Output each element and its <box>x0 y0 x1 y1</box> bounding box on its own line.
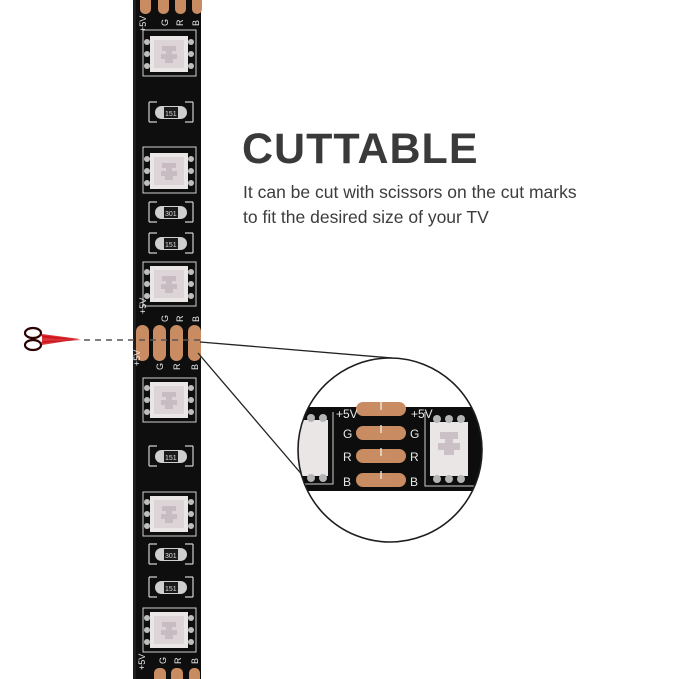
svg-text:R: R <box>410 450 419 464</box>
svg-text:R: R <box>172 363 182 370</box>
svg-text:R: R <box>175 315 185 322</box>
svg-text:+5V: +5V <box>138 16 148 32</box>
svg-text:G: G <box>343 427 352 441</box>
led-chip <box>144 266 194 302</box>
svg-text:B: B <box>190 658 200 664</box>
svg-text:R: R <box>343 450 352 464</box>
svg-text:B: B <box>410 475 418 489</box>
leader-line-top <box>199 341 393 359</box>
svg-text:+5V: +5V <box>132 350 142 366</box>
svg-text:G: G <box>410 427 419 441</box>
svg-text:301: 301 <box>165 553 177 560</box>
svg-text:G: G <box>160 19 170 26</box>
bottom-copper-pads <box>154 668 200 679</box>
scissors-icon <box>23 326 82 352</box>
svg-text:G: G <box>158 657 168 664</box>
led-chip <box>144 153 194 189</box>
svg-text:B: B <box>191 20 201 26</box>
svg-text:+5V: +5V <box>411 407 433 421</box>
svg-text:B: B <box>190 364 200 370</box>
led-chip <box>144 496 194 532</box>
svg-text:R: R <box>173 657 183 664</box>
led-chip <box>144 36 194 72</box>
svg-text:B: B <box>191 316 201 322</box>
led-chip <box>144 612 194 648</box>
top-pad-labels: +5V G R B <box>138 16 201 32</box>
svg-text:+5V: +5V <box>137 654 147 670</box>
description-line-2: to fit the desired size of your TV <box>243 207 489 227</box>
top-copper-pads <box>140 0 202 14</box>
svg-text:B: B <box>343 475 351 489</box>
heading-description: It can be cut with scissors on the cut m… <box>243 180 577 230</box>
leader-line-bottom <box>197 352 311 485</box>
svg-text:151: 151 <box>165 586 177 593</box>
description-line-1: It can be cut with scissors on the cut m… <box>243 182 577 202</box>
svg-text:+5V: +5V <box>336 407 358 421</box>
svg-text:R: R <box>175 19 185 26</box>
svg-text:151: 151 <box>165 455 177 462</box>
heading-title: CUTTABLE <box>242 125 479 173</box>
svg-text:151: 151 <box>165 242 177 249</box>
bottom-pad-labels: +5V G R B <box>137 654 200 670</box>
cut-pads: +5V G R B +5V G R B <box>132 298 201 370</box>
led-chip <box>144 382 194 418</box>
svg-text:151: 151 <box>165 111 177 118</box>
magnifier-circle: +5V +5V G R B G R B <box>297 357 483 543</box>
svg-text:G: G <box>155 363 165 370</box>
svg-text:G: G <box>160 315 170 322</box>
svg-text:301: 301 <box>165 211 177 218</box>
svg-text:+5V: +5V <box>138 298 148 314</box>
